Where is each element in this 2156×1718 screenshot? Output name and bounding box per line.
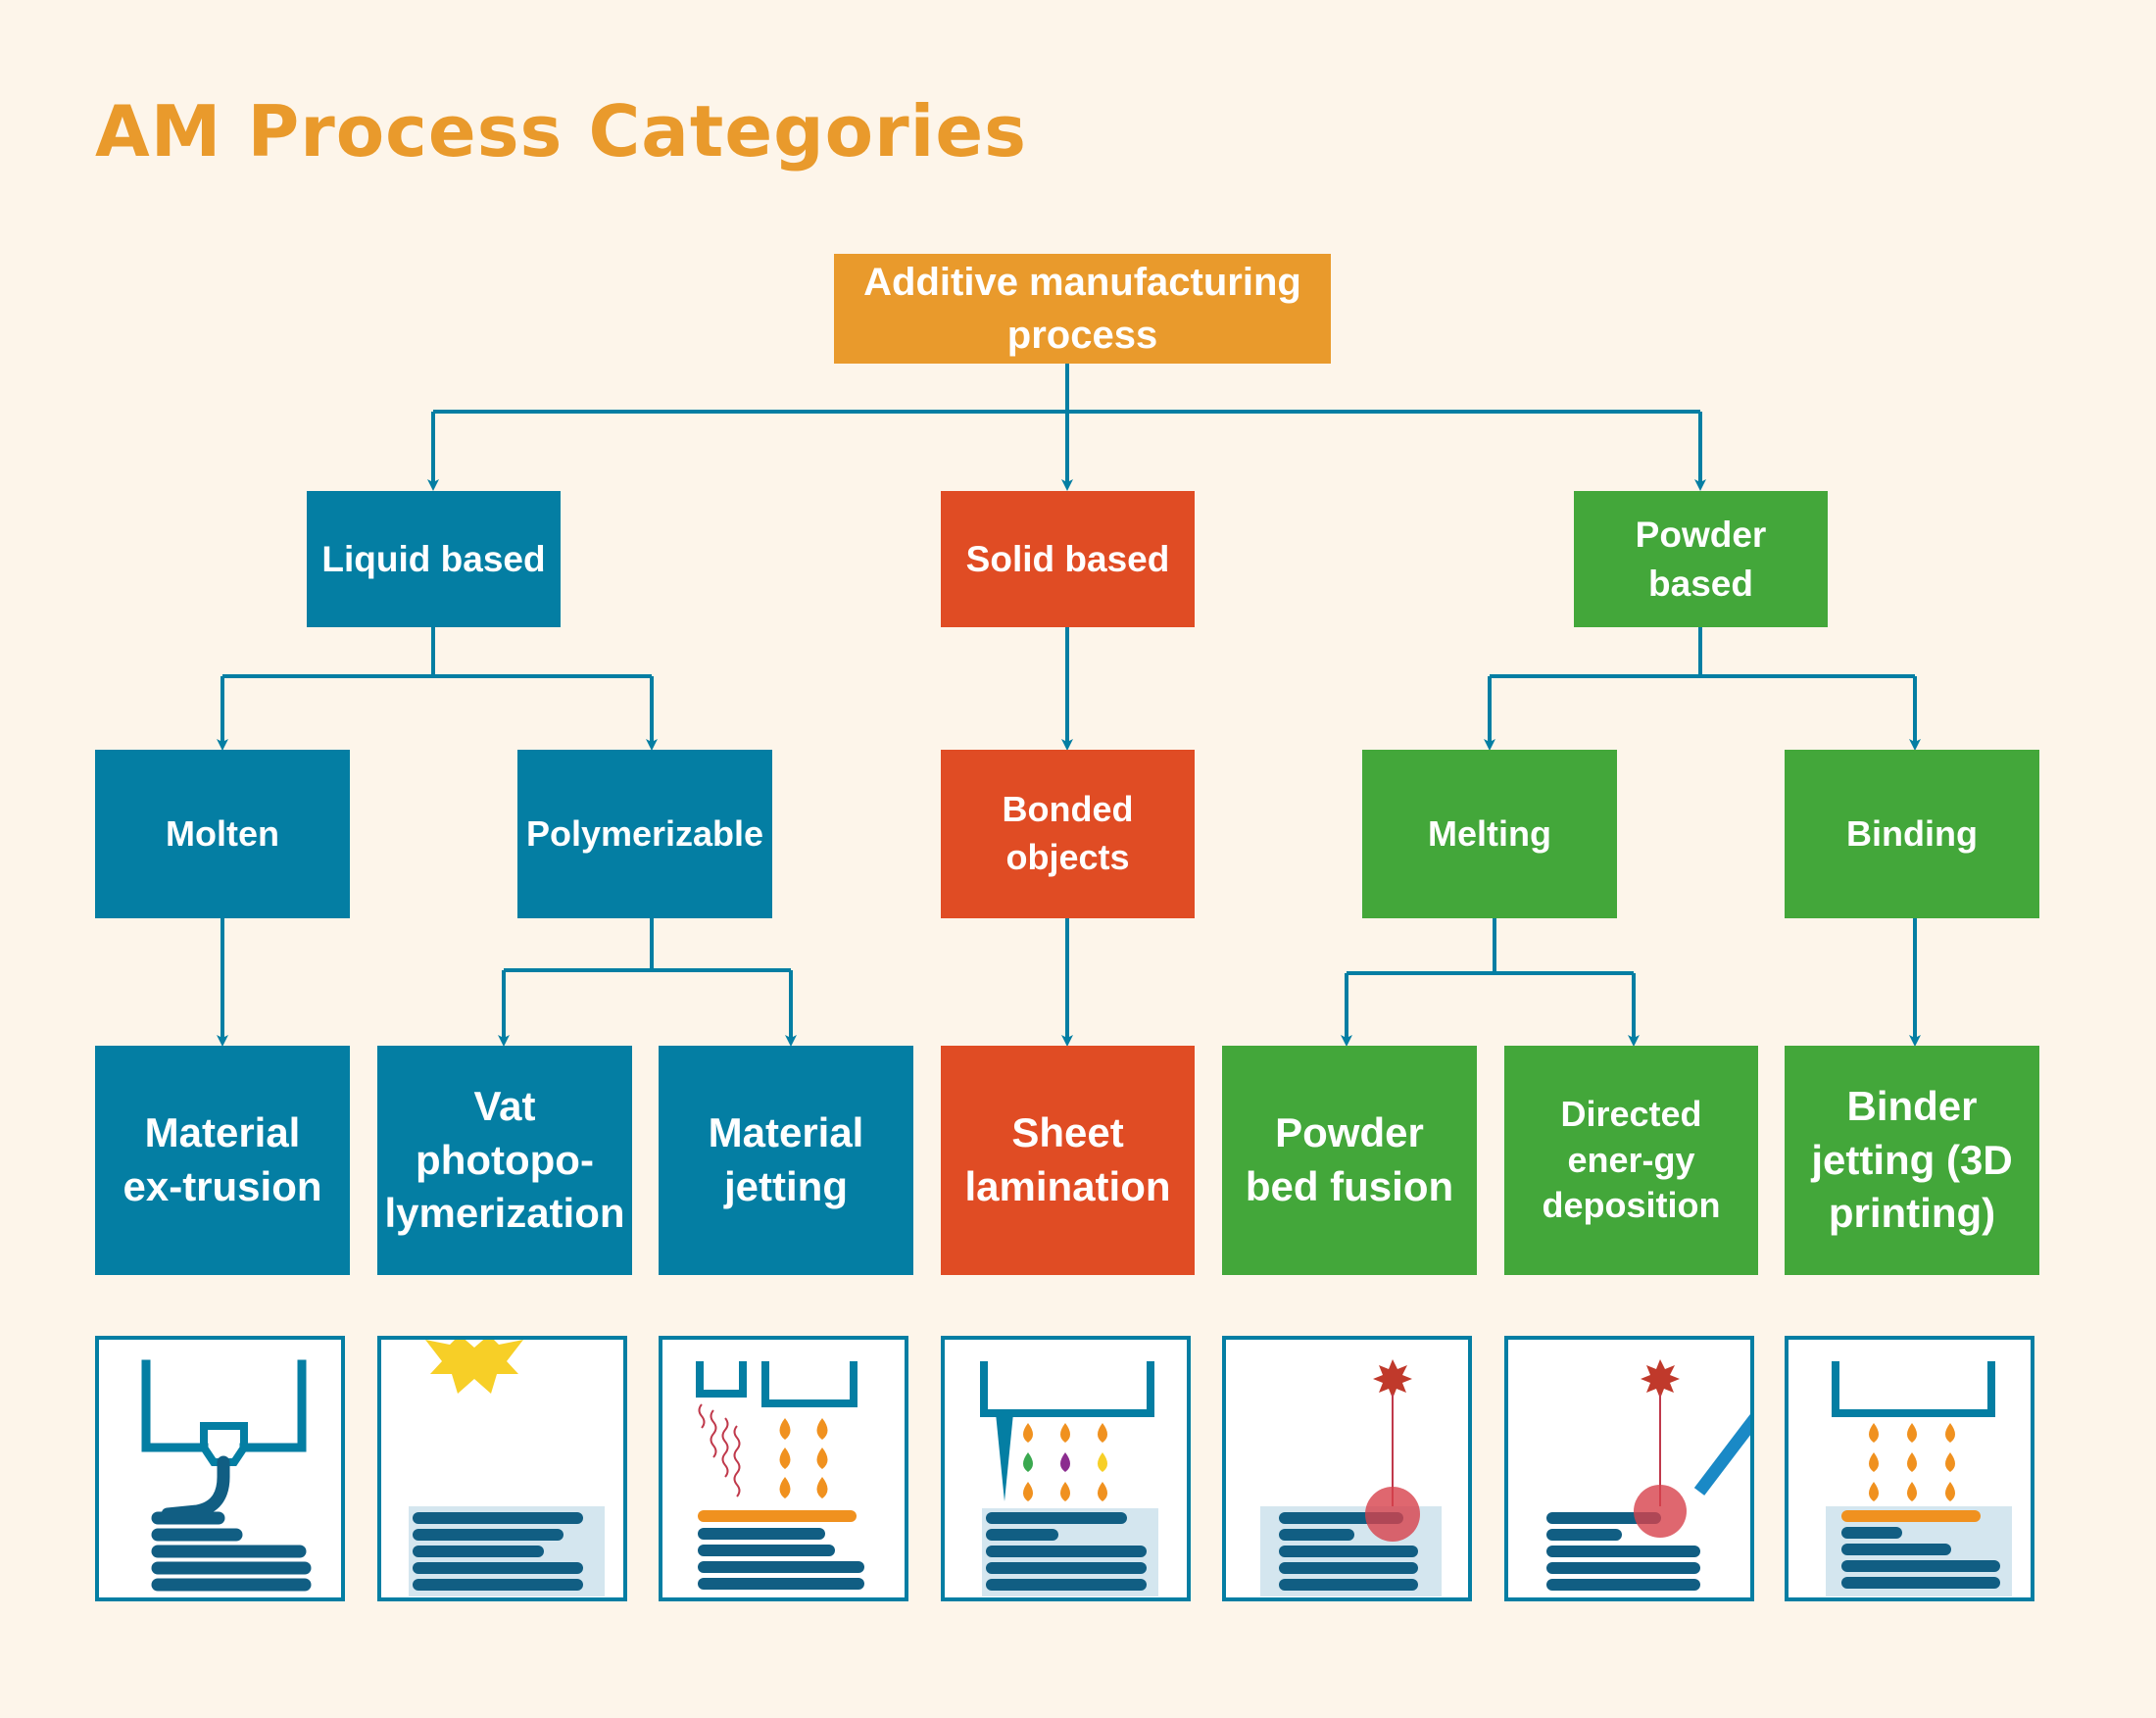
process-vat-photopolymerization: Vat photopo-lymerization bbox=[377, 1046, 632, 1275]
root-label: Additive manufacturing process bbox=[863, 261, 1301, 357]
category-liquid-based: Liquid based bbox=[307, 491, 561, 627]
root-node: Additive manufacturing process bbox=[834, 254, 1331, 364]
subcategory-label: Polymerizable bbox=[525, 812, 764, 854]
process-binder-jetting: Binder jetting (3D printing) bbox=[1785, 1046, 2039, 1275]
category-powder-based: Powder based bbox=[1574, 491, 1828, 627]
laser-nozzle-deposition-icon bbox=[1504, 1336, 1754, 1601]
category-label: Liquid based bbox=[321, 538, 546, 579]
subcategory-label: Melting bbox=[1428, 812, 1551, 854]
process-sheet-lamination: Sheet lamination bbox=[941, 1046, 1195, 1275]
process-label: Vat photopo-lymerization bbox=[384, 1083, 625, 1237]
process-material-extrusion: Material ex-trusion bbox=[95, 1046, 350, 1275]
laser-powder-bed-icon bbox=[1222, 1336, 1472, 1601]
subcategory-label: Binding bbox=[1846, 812, 1978, 854]
process-label: Material jetting bbox=[708, 1109, 864, 1209]
binder-droplets-icon bbox=[1785, 1336, 2034, 1601]
subcategory-molten: Molten bbox=[95, 750, 350, 918]
sun-curing-icon bbox=[377, 1336, 627, 1601]
subcategory-melting: Melting bbox=[1362, 750, 1617, 918]
page-title: AM Process Categories bbox=[95, 90, 1028, 172]
process-label: Material ex-trusion bbox=[122, 1109, 322, 1209]
category-solid-based: Solid based bbox=[941, 491, 1195, 627]
subcategory-polymerizable: Polymerizable bbox=[517, 750, 772, 918]
process-directed-energy-deposition: Directed ener-gy deposition bbox=[1504, 1046, 1758, 1275]
category-label: Powder based bbox=[1635, 514, 1767, 604]
process-label: Powder bed fusion bbox=[1245, 1109, 1454, 1209]
subcategory-bonded-objects: Bonded objects bbox=[941, 750, 1195, 918]
process-label: Binder jetting (3D printing) bbox=[1811, 1083, 2013, 1237]
process-label: Directed ener-gy deposition bbox=[1542, 1093, 1721, 1226]
extrusion-nozzle-icon bbox=[95, 1336, 345, 1601]
process-material-jetting: Material jetting bbox=[659, 1046, 913, 1275]
category-label: Solid based bbox=[965, 538, 1170, 579]
sheet-cutting-icon bbox=[941, 1336, 1191, 1601]
droplet-jetting-icon bbox=[659, 1336, 908, 1601]
process-label: Sheet lamination bbox=[964, 1109, 1171, 1209]
process-powder-bed-fusion: Powder bed fusion bbox=[1222, 1046, 1477, 1275]
subcategory-label: Molten bbox=[166, 812, 279, 854]
subcategory-binding: Binding bbox=[1785, 750, 2039, 918]
subcategory-label: Bonded objects bbox=[1002, 789, 1134, 877]
